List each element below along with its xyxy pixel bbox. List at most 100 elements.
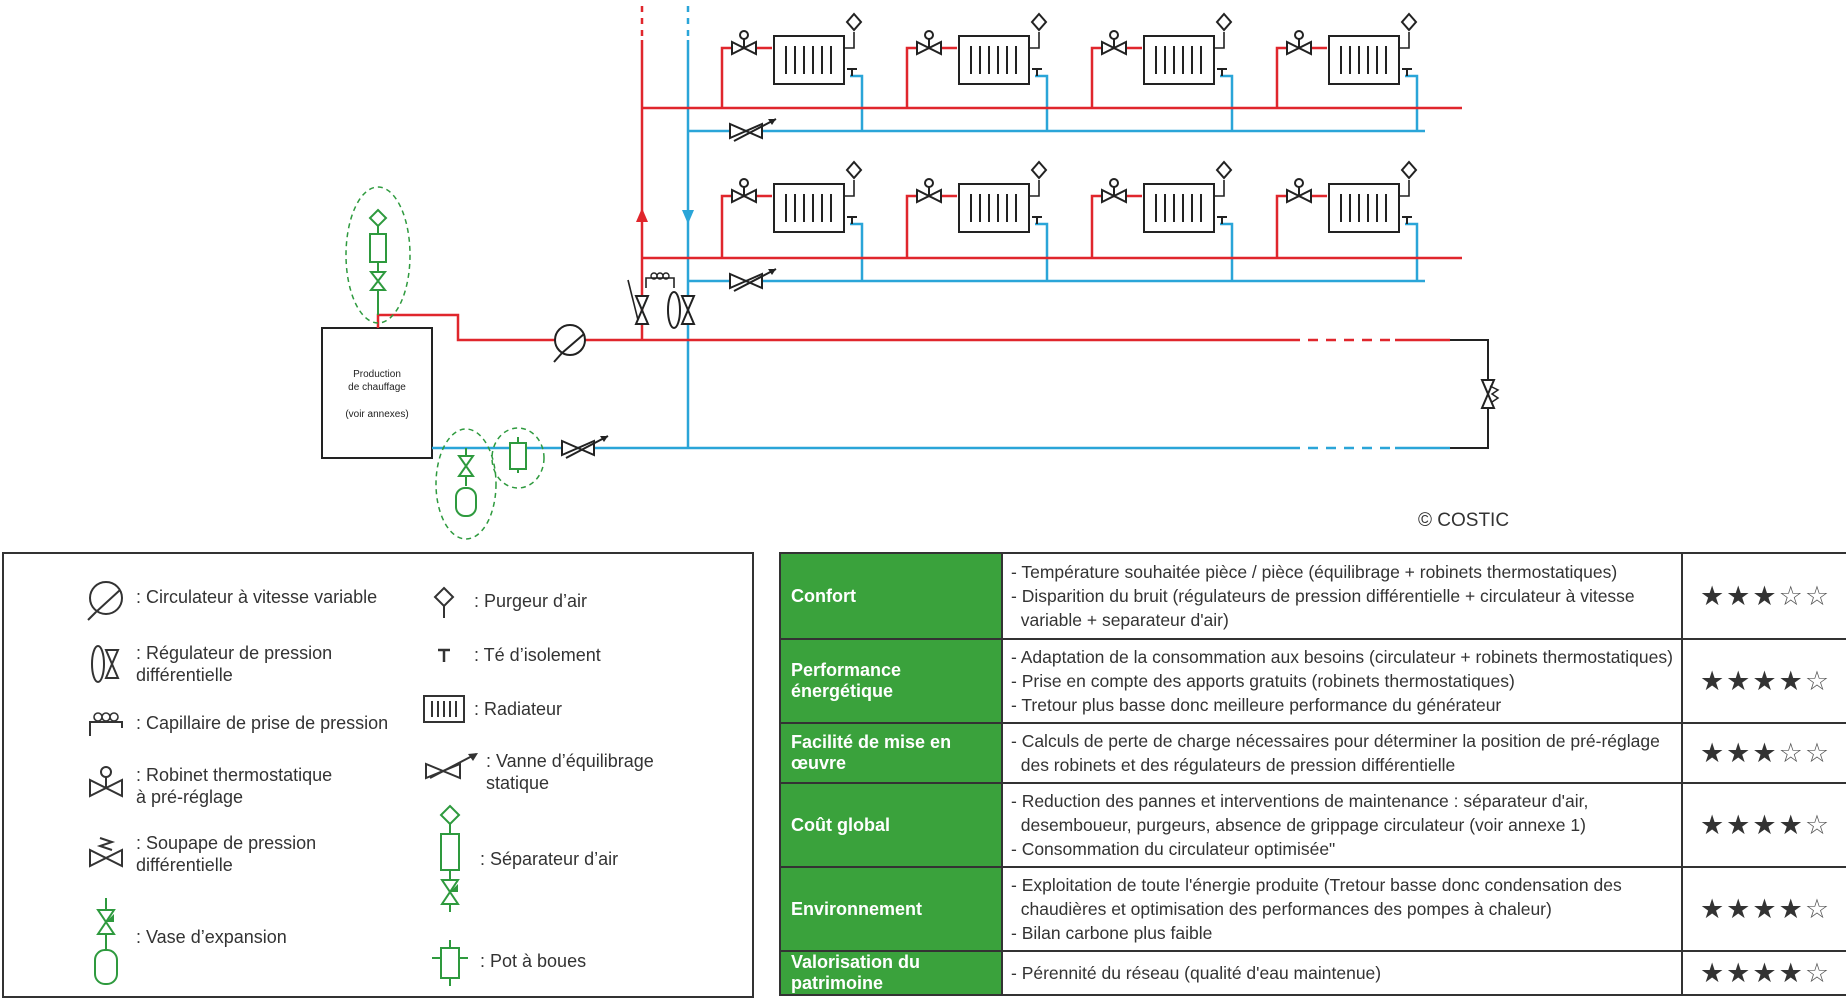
thermostatic-valve-icon (1286, 30, 1312, 56)
isolation-tee-icon (847, 68, 857, 76)
legend-label: : Régulateur de pression différentielle (136, 643, 333, 685)
description-line: - Adaptation de la consommation aux beso… (1011, 647, 1673, 667)
thermostatic-valve-icon (916, 30, 942, 56)
description-line: chaudières et optimisation des performan… (1011, 899, 1552, 919)
thermostatic-valve-icon (1101, 30, 1127, 56)
star-rating: ★★★☆☆ (1681, 722, 1846, 784)
description-line: - Bilan carbone plus faible (1011, 923, 1213, 943)
star-filled-icon: ★ (1726, 957, 1753, 988)
legend-label: : Séparateur d’air (480, 849, 619, 869)
star-filled-icon: ★ (1752, 737, 1779, 768)
star-filled-icon: ★ (1752, 665, 1779, 696)
star-filled-icon: ★ (1699, 737, 1727, 768)
radiator-unit (1090, 12, 1234, 131)
star-filled-icon: ★ (1752, 580, 1779, 611)
end-bypass-pipe (1450, 339, 1489, 449)
thermostatic-valve-icon (731, 178, 757, 204)
star-empty-icon: ☆ (1804, 893, 1832, 924)
evaluation-row: Performance énergétique - Adaptation de l… (779, 638, 1846, 724)
air-vent-icon (845, 160, 863, 180)
radiator-unit (905, 12, 1049, 131)
evaluation-table: Confort- Température souhaitée pièce / p… (779, 552, 1846, 996)
main-supply-pipe (376, 313, 1290, 342)
criterion-label: Performance énergétique (779, 638, 1003, 724)
star-filled-icon: ★ (1726, 665, 1753, 696)
pressure-capillary-icon (84, 708, 128, 738)
radiator-icon (958, 183, 1030, 233)
star-filled-icon: ★ (1778, 809, 1805, 840)
differential-relief-valve-icon (84, 832, 128, 872)
evaluation-row: Coût global- Reduction des pannes et int… (779, 782, 1846, 868)
thermostatic-valve-icon (1101, 178, 1127, 204)
evaluation-row: Environnement- Exploitation de toute l'é… (779, 866, 1846, 952)
differential-pressure-regulator-icon (667, 291, 696, 329)
description-line: - Pérennité du réseau (qualité d'eau mai… (1011, 963, 1382, 983)
differential-relief-valve-icon (627, 279, 650, 325)
isolation-tee-icon (1032, 216, 1042, 224)
legend-label: : Pot à boues (480, 951, 587, 971)
legend-item: : Té d’isolement (422, 644, 601, 668)
evaluation-row: Valorisation du patrimoine- Pérennité du… (779, 950, 1846, 996)
balancing-valve-icon (729, 268, 777, 292)
air-vent-icon (422, 584, 466, 620)
star-filled-icon: ★ (1752, 893, 1779, 924)
criterion-description: - Reduction des pannes et interventions … (1001, 782, 1683, 868)
isolation-tee-icon (1402, 68, 1412, 76)
radiator-unit (720, 12, 864, 131)
radiator-icon (958, 35, 1030, 85)
symbol-legend: : Circulateur à vitesse variable : Régul… (2, 552, 754, 998)
air-vent-icon (1030, 160, 1048, 180)
air-vent-icon (1400, 160, 1418, 180)
thermostatic-valve-icon (916, 178, 942, 204)
legend-item: : Radiateur (422, 692, 562, 726)
star-filled-icon: ★ (1752, 809, 1779, 840)
differential-pressure-regulator-icon (84, 642, 128, 686)
description-line: - Prise en compte des apports gratuits (… (1011, 671, 1515, 691)
radiator-unit (1275, 160, 1419, 281)
thermostatic-valve-icon (84, 764, 128, 804)
air-separator-highlight (345, 186, 411, 324)
star-filled-icon: ★ (1726, 580, 1753, 611)
star-empty-icon: ☆ (1804, 665, 1832, 696)
description-line: desemboueur, purgeurs, absence de grippa… (1011, 815, 1586, 835)
isolation-tee-icon (422, 644, 466, 668)
criterion-description: - Température souhaitée pièce / pièce (é… (1001, 552, 1683, 640)
thermostatic-valve-icon (1286, 178, 1312, 204)
star-empty-icon: ☆ (1804, 957, 1832, 988)
radiator-icon (773, 183, 845, 233)
differential-relief-valve-icon (1480, 379, 1500, 409)
description-line: des robinets et des régulateurs de press… (1011, 755, 1456, 775)
heating-circuit-schema: Production de chauffage (voir annexes) (321, 0, 1500, 540)
radiator-icon (1328, 35, 1400, 85)
isolation-tee-icon (1217, 216, 1227, 224)
air-vent-icon (1030, 12, 1048, 32)
evaluation-row: Facilité de mise en œuvre- Calculs de pe… (779, 722, 1846, 784)
radiator-icon (773, 35, 845, 85)
star-filled-icon: ★ (1778, 665, 1805, 696)
description-line: - Température souhaitée pièce / pièce (é… (1011, 562, 1618, 582)
legend-item: : Régulateur de pression différentielle (84, 642, 332, 686)
criterion-label: Environnement (779, 866, 1003, 952)
expansion-vessel-icon (455, 448, 477, 517)
legend-label: : Vase d’expansion (136, 927, 287, 947)
legend-label: : Radiateur (474, 699, 563, 719)
dirt-pot-icon (430, 938, 470, 988)
legend-label: : Soupape de pression différentielle (136, 833, 317, 875)
legend-label: : Circulateur à vitesse variable (136, 587, 378, 607)
thermostatic-valve-icon (731, 30, 757, 56)
description-line: - Tretour plus basse donc meilleure perf… (1011, 695, 1502, 715)
criterion-description: - Pérennité du réseau (qualité d'eau mai… (1001, 950, 1683, 996)
star-empty-icon: ☆ (1778, 737, 1805, 768)
evaluation-row: Confort- Température souhaitée pièce / p… (779, 552, 1846, 640)
legend-label: : Capillaire de prise de pression (136, 713, 389, 733)
radiator-group (720, 12, 1419, 281)
legend-item: : Vanne d’équilibrage statique (422, 750, 654, 794)
criterion-description: - Exploitation de toute l'énergie produi… (1001, 866, 1683, 952)
legend-item: : Soupape de pression différentielle (84, 832, 316, 876)
radiator-icon (1143, 183, 1215, 233)
star-filled-icon: ★ (1726, 737, 1753, 768)
legend-item: : Purgeur d’air (422, 584, 587, 620)
legend-label: : Vanne d’équilibrage statique (486, 751, 654, 793)
criterion-description: - Adaptation de la consommation aux beso… (1001, 638, 1683, 724)
dirt-pot-icon (509, 437, 527, 473)
